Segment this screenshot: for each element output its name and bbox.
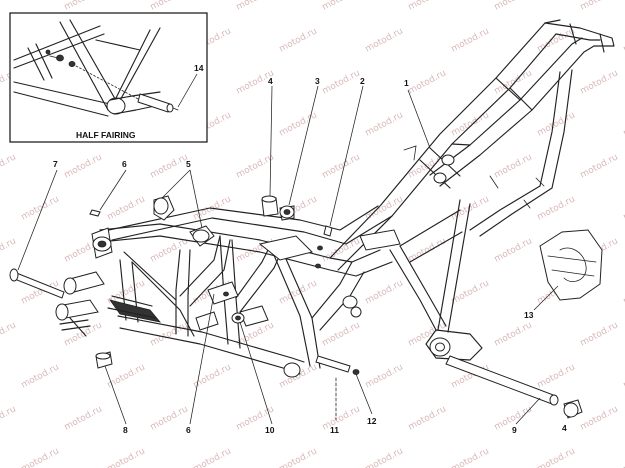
watermark-text: motod.ru [407,68,448,96]
watermark-text: motod.ru [450,446,491,468]
watermark-text: motod.ru [536,110,577,138]
callout-3: 3 [315,76,320,86]
watermark-text: motod.ru [493,320,534,348]
callout-7: 7 [53,159,58,169]
watermark-text: motod.ru [63,0,104,13]
watermark-text: motod.ru [149,236,190,264]
watermark-text: motod.ru [106,446,147,468]
watermark-text: motod.ru [407,0,448,13]
callout-1: 1 [404,78,409,88]
watermark-text: motod.ru [321,0,362,13]
watermark-text: motod.ru [192,446,233,468]
watermark-text: motod.ru [106,194,147,222]
watermark-text: motod.ru [278,278,319,306]
watermark-text: motod.ru [149,404,190,432]
screw-2 [323,225,333,237]
watermark-text: motod.ru [63,320,104,348]
inset-frame-detail [13,19,179,117]
callout-12: 12 [367,416,377,426]
watermark-text: motod.ru [536,194,577,222]
watermark-text: motod.ru [149,0,190,13]
watermark-text: motod.ru [321,320,362,348]
watermark-text: motod.ru [321,152,362,180]
inset-border [9,12,208,143]
watermark-text: motod.ru [493,0,534,13]
watermark-text: motod.ru [321,404,362,432]
spindle-11 [315,355,351,373]
watermark-text: motod.ru [493,152,534,180]
watermark-text: motod.ru [364,362,405,390]
callout-11: 11 [330,425,339,435]
watermark-text: motod.ru [63,404,104,432]
callout-10: 10 [265,425,275,435]
watermark-text: motod.ru [579,68,620,96]
watermark-text: motod.ru [278,26,319,54]
watermark-text: motod.ru [278,110,319,138]
callout-4-bottom: 4 [562,423,567,433]
inset-title: HALF FAIRING [76,130,136,140]
watermark-text: motod.ru [579,404,620,432]
watermark-text: motod.ru [63,152,104,180]
watermark-text: motod.ru [364,446,405,468]
callout-14: 14 [194,63,204,73]
half-fairing-inset: 14 HALF FAIRING [9,12,208,143]
watermark-text: motod.ru [450,110,491,138]
watermark-text: motod.ru [20,194,61,222]
watermark-text: motod.ru [407,404,448,432]
callout-2: 2 [360,76,365,86]
watermark-text: motod.ru [235,0,276,13]
watermark-text: motod.ru [364,110,405,138]
watermark-text: motod.ru [579,152,620,180]
watermark-text: motod.ru [20,446,61,468]
watermark-text: motod.ru [450,194,491,222]
watermark-text: motod.ru [0,404,18,432]
watermark-text: motod.ru [450,26,491,54]
callout-13: 13 [524,310,534,320]
watermark-text: motod.ru [278,446,319,468]
motorcycle-frame [55,19,615,378]
callout-9: 9 [512,425,517,435]
watermark-text: motod.ru [192,362,233,390]
watermark-text: motod.ru [235,152,276,180]
watermark-text: motod.ru [536,446,577,468]
watermark-text: motod.ru [0,0,18,13]
callout-8: 8 [123,425,128,435]
watermark-text: motod.ru [20,362,61,390]
watermark-text: motod.ru [579,0,620,13]
decal-13 [539,229,603,301]
callout-6-top: 6 [122,159,127,169]
watermark-text: motod.ru [364,26,405,54]
watermark-text: motod.ru [0,152,18,180]
watermark-text: motod.ru [579,320,620,348]
watermark-text: motod.ru [536,362,577,390]
callout-labels: 1 2 3 4 4 5 6 6 7 8 9 10 11 12 13 [53,76,567,435]
watermark-text: motod.ru [0,320,18,348]
watermark-text: motod.ru [0,236,18,264]
callout-4-top: 4 [268,76,273,86]
watermark-text: motod.ru [493,236,534,264]
watermark-text: motod.ru [364,278,405,306]
screw-6a [89,209,101,217]
leader-lines [17,85,559,425]
loose-parts [9,195,603,421]
watermark-text: motod.ru [321,68,362,96]
watermark-text: motod.ru [106,362,147,390]
callout-5: 5 [186,159,191,169]
callout-6-bottom: 6 [186,425,191,435]
